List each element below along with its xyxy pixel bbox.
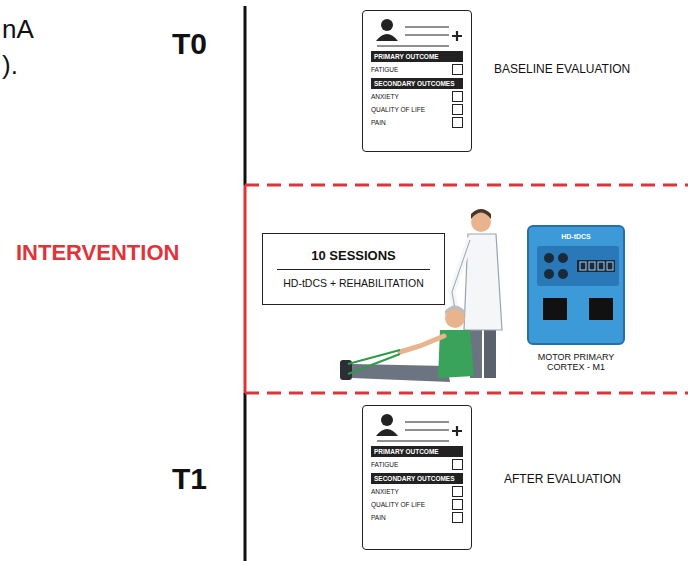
- checklist-row: PAIN: [371, 117, 463, 128]
- person-icon: [373, 15, 463, 49]
- checklist-row: ANXIETY: [371, 91, 463, 102]
- checkbox: [452, 512, 463, 523]
- evaluation-card: PRIMARY OUTCOME FATIGUE SECONDARY OUTCOMES…: [362, 405, 472, 550]
- dashed-border: [245, 392, 688, 395]
- section-header: SECONDARY OUTCOMES: [371, 473, 463, 484]
- checklist-row: FATIGUE: [371, 459, 463, 470]
- checklist-row: QUALITY OF LIFE: [371, 104, 463, 115]
- checklist-row: FATIGUE: [371, 64, 463, 75]
- section-header: PRIMARY OUTCOME: [371, 446, 463, 457]
- checklist-row: QUALITY OF LIFE: [371, 499, 463, 510]
- outcome-item: PAIN: [371, 514, 386, 521]
- checkbox: [452, 104, 463, 115]
- cropped-text: nA: [2, 14, 34, 45]
- outcome-item: QUALITY OF LIFE: [371, 501, 425, 508]
- checkbox: [452, 499, 463, 510]
- checkbox: [452, 459, 463, 470]
- checklist-row: ANXIETY: [371, 486, 463, 497]
- checkbox: [452, 64, 463, 75]
- outcome-item: ANXIETY: [371, 93, 399, 100]
- outcome-item: FATIGUE: [371, 66, 398, 73]
- session-count: 10 SESSIONS: [277, 248, 430, 270]
- person-icon: [373, 410, 463, 444]
- checkbox: [452, 486, 463, 497]
- device-label: HD-tDCS: [533, 233, 619, 240]
- dashed-border: [245, 184, 688, 187]
- device-box: HD-tDCS: [527, 225, 625, 345]
- cropped-text: ).: [2, 50, 18, 81]
- time-point: T1: [172, 462, 207, 496]
- device-controls: [533, 244, 623, 334]
- caption-label: BASELINE EVALUATION: [494, 62, 630, 76]
- timeline-line: [244, 393, 247, 561]
- section-header: SECONDARY OUTCOMES: [371, 78, 463, 89]
- outcome-item: FATIGUE: [371, 461, 398, 468]
- checklist-row: PAIN: [371, 512, 463, 523]
- timeline-line: [244, 6, 247, 185]
- process-box: 10 SESSIONS HD-tDCS + REHABILITATION: [262, 233, 445, 305]
- evaluation-card: PRIMARY OUTCOME FATIGUE SECONDARY OUTCOMES…: [362, 10, 472, 152]
- checkbox: [452, 91, 463, 102]
- caption-label: AFTER EVALUATION: [504, 472, 621, 486]
- section-header: PRIMARY OUTCOME: [371, 51, 463, 62]
- checkbox: [452, 117, 463, 128]
- outcome-item: QUALITY OF LIFE: [371, 106, 425, 113]
- caption-label: MOTOR PRIMARY CORTEX - M1: [524, 352, 628, 372]
- outcome-item: PAIN: [371, 119, 386, 126]
- time-point: T0: [172, 27, 207, 61]
- patient-figure: [340, 306, 474, 383]
- intervention-bar: [244, 185, 247, 393]
- intervention-name: HD-tDCS + REHABILITATION: [271, 277, 436, 289]
- phase-label: INTERVENTION: [16, 240, 179, 266]
- outcome-item: ANXIETY: [371, 488, 399, 495]
